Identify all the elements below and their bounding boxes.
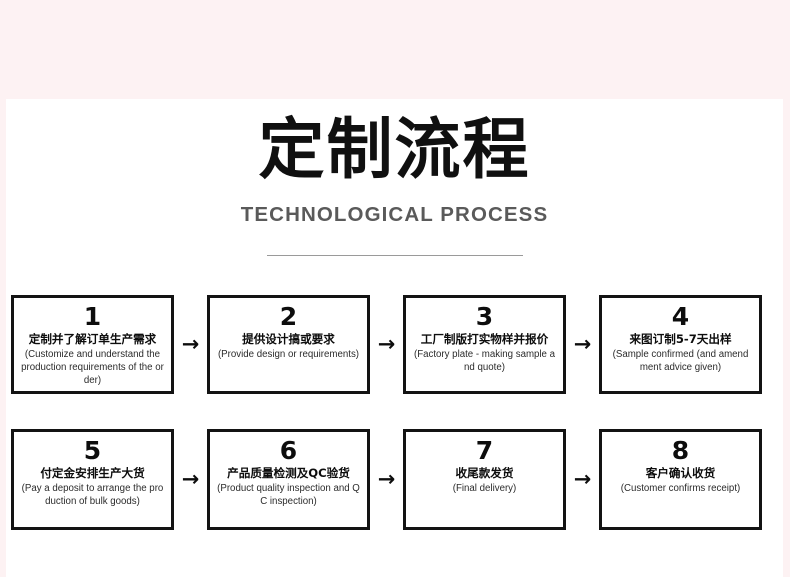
arrow-right-icon: → <box>573 467 592 491</box>
step-box-6[interactable]: 6 产品质量检测及QC验货 (Product quality inspectio… <box>207 429 370 530</box>
arrow-right-icon: → <box>181 332 200 356</box>
step-number: 4 <box>671 302 690 331</box>
arrow-right-icon: → <box>181 467 200 491</box>
arrow-right-icon: → <box>377 332 396 356</box>
arrow-right-icon: → <box>573 332 592 356</box>
step-box-3[interactable]: 3 工厂制版打实物样并报价 (Factory plate - making sa… <box>403 295 566 394</box>
step-description: (Customize and understand the production… <box>21 349 164 387</box>
step-number: 5 <box>83 436 102 465</box>
step-box-2[interactable]: 2 提供设计搞或要求 (Provide design or requiremen… <box>207 295 370 394</box>
content-card: 定制流程 TECHNOLOGICAL PROCESS 1 定制并了解订单生产需求… <box>6 99 783 577</box>
step-description: (Factory plate - making sample and quote… <box>413 349 556 374</box>
step-title: 产品质量检测及QC验货 <box>227 466 350 480</box>
step-title: 提供设计搞或要求 <box>242 332 335 346</box>
page-header: 定制流程 TECHNOLOGICAL PROCESS <box>6 99 783 256</box>
flow-row-1: 1 定制并了解订单生产需求 (Customize and understand … <box>11 295 779 394</box>
step-number: 8 <box>671 436 690 465</box>
step-title: 定制并了解订单生产需求 <box>28 332 157 346</box>
step-description: (Pay a deposit to arrange the production… <box>21 483 164 508</box>
step-description: (Sample confirmed (and amendment advice … <box>612 349 749 374</box>
page-title-chinese: 定制流程 <box>258 111 531 188</box>
step-number: 7 <box>475 436 494 465</box>
step-description: (Final delivery) <box>452 483 517 495</box>
step-number: 3 <box>475 302 494 331</box>
step-title: 工厂制版打实物样并报价 <box>420 332 549 346</box>
step-box-7[interactable]: 7 收尾款发货 (Final delivery) <box>403 429 566 530</box>
step-description: (Product quality inspection and QC inspe… <box>217 483 360 508</box>
step-number: 1 <box>83 302 102 331</box>
step-title: 付定金安排生产大货 <box>40 466 145 480</box>
step-description: (Provide design or requirements) <box>217 349 360 361</box>
page-subtitle-english: TECHNOLOGICAL PROCESS <box>240 203 549 226</box>
step-title: 来图订制5-7天出样 <box>629 332 732 346</box>
title-divider <box>266 255 523 256</box>
step-title: 客户确认收货 <box>645 466 716 480</box>
step-box-4[interactable]: 4 来图订制5-7天出样 (Sample confirmed (and amen… <box>599 295 762 394</box>
step-box-1[interactable]: 1 定制并了解订单生产需求 (Customize and understand … <box>11 295 174 394</box>
step-number: 2 <box>279 302 298 331</box>
step-number: 6 <box>279 436 298 465</box>
flow-row-2: 5 付定金安排生产大货 (Pay a deposit to arrange th… <box>11 429 779 530</box>
step-box-5[interactable]: 5 付定金安排生产大货 (Pay a deposit to arrange th… <box>11 429 174 530</box>
step-title: 收尾款发货 <box>455 466 514 480</box>
step-box-8[interactable]: 8 客户确认收货 (Customer confirms receipt) <box>599 429 762 530</box>
arrow-right-icon: → <box>377 467 396 491</box>
step-description: (Customer confirms receipt) <box>620 483 741 495</box>
